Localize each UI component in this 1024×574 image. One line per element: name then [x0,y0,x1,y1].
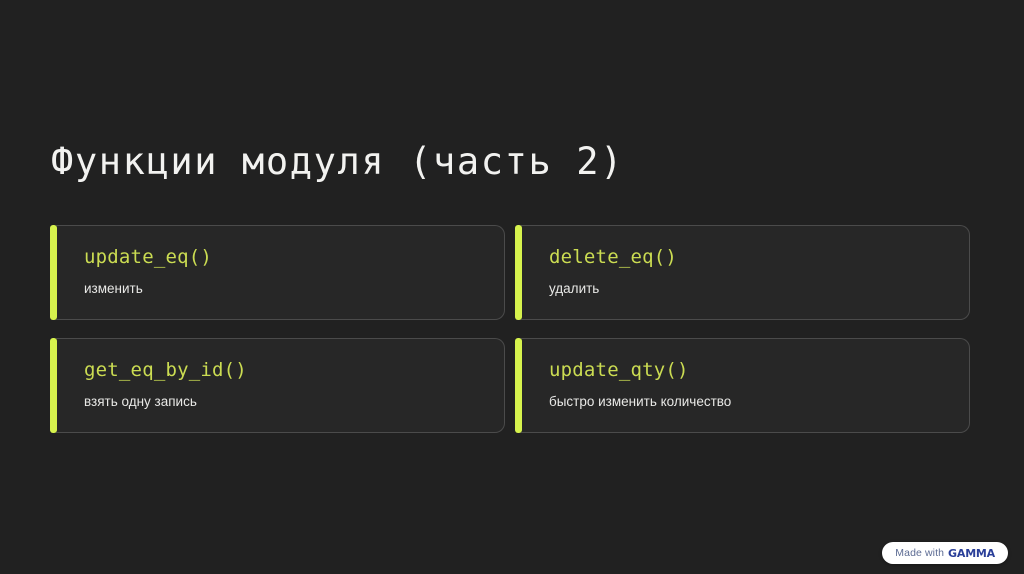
function-description: взять одну запись [84,394,197,409]
card-accent-bar [515,225,522,320]
badge-made-with-label: Made with [895,546,945,559]
function-name: update_qty() [549,359,689,381]
function-description: быстро изменить количество [549,394,732,409]
function-name: update_eq() [84,246,213,268]
function-card[interactable]: update_eq() изменить [50,225,505,320]
card-accent-bar [50,225,57,320]
card-accent-bar [50,338,57,433]
card-body: delete_eq() удалить [521,225,970,320]
page-title: Функции модуля (часть 2) [51,140,625,183]
function-description: удалить [549,281,600,296]
card-accent-bar [515,338,522,433]
function-card[interactable]: delete_eq() удалить [515,225,970,320]
function-name: delete_eq() [549,246,678,268]
badge-brand-label: GAMMA [948,546,995,560]
function-description: изменить [84,281,143,296]
function-card[interactable]: update_qty() быстро изменить количество [515,338,970,433]
card-body: get_eq_by_id() взять одну запись [56,338,505,433]
function-card[interactable]: get_eq_by_id() взять одну запись [50,338,505,433]
function-card-grid: update_eq() изменить delete_eq() удалить… [50,225,970,433]
card-body: update_eq() изменить [56,225,505,320]
card-body: update_qty() быстро изменить количество [521,338,970,433]
made-with-gamma-badge[interactable]: Made with GAMMA [882,542,1008,564]
function-name: get_eq_by_id() [84,359,247,381]
